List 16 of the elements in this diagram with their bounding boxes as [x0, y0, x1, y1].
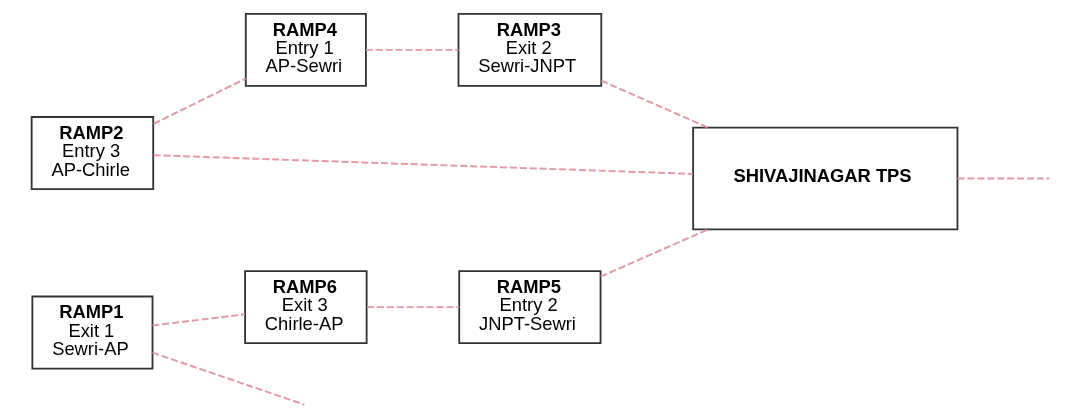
- node-box: SHIVAJINAGAR TPS: [691, 126, 958, 231]
- connector: [152, 77, 247, 125]
- connector: [151, 313, 246, 327]
- node-box: RAMP3 Exit 2 Sewri-JNPT: [457, 12, 602, 87]
- connector: [152, 154, 694, 175]
- node-box: RAMP2 Entry 3 AP-Chirle: [30, 116, 154, 190]
- node-box: RAMP6 Exit 3 Chirle-AP: [243, 270, 368, 345]
- connector: [151, 351, 305, 406]
- connector: [956, 177, 1050, 180]
- node-box: RAMP1 Exit 1 Sewri-AP: [30, 295, 153, 370]
- connector: [365, 306, 460, 309]
- connector: [364, 48, 459, 51]
- connector: [599, 79, 709, 129]
- node-box: RAMP4 Entry 1 AP-Sewri: [244, 12, 367, 87]
- connector: [599, 228, 709, 278]
- node-box: RAMP5 Entry 2 JNPT-Sewri: [457, 270, 601, 345]
